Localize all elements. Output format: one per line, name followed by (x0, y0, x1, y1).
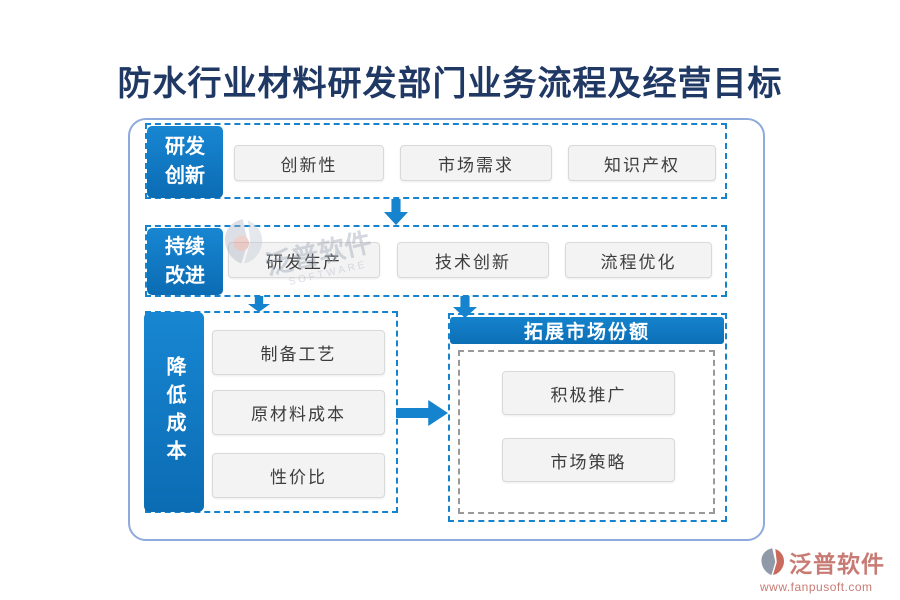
node-intellectual-property: 知识产权 (568, 145, 716, 181)
node-cost-performance: 性价比 (212, 453, 385, 498)
node-process-optimization: 流程优化 (565, 242, 712, 278)
footer-brand-url: www.fanpusoft.com (760, 580, 873, 594)
node-rd-production: 研发生产 (228, 242, 380, 278)
group-label-text: 降低成本 (163, 356, 185, 468)
node-active-promotion: 积极推广 (502, 371, 675, 415)
group-continuous-improvement (145, 225, 727, 297)
fanpu-logo-icon (761, 548, 785, 575)
group-label-continuous-improvement: 持续改进 (147, 228, 223, 295)
group-label-rd-innovation: 研发创新 (147, 126, 223, 198)
group-label-cost-reduction: 降低成本 (144, 312, 204, 512)
footer-brand-row: 泛普软件 (760, 545, 890, 579)
group-market-expansion (448, 313, 727, 522)
footer-brand: 泛普软件 www.fanpusoft.com (760, 545, 890, 594)
node-tech-innovation: 技术创新 (397, 242, 549, 278)
market-expansion-inner-frame (458, 350, 715, 514)
node-market-demand: 市场需求 (400, 145, 552, 181)
page-title: 防水行业材料研发部门业务流程及经营目标 (117, 64, 783, 104)
node-preparation-process: 制备工艺 (212, 330, 385, 375)
node-raw-material-cost: 原材料成本 (212, 390, 385, 435)
footer-brand-name: 泛普软件 (789, 551, 885, 578)
market-expansion-header: 拓展市场份额 (450, 317, 724, 344)
node-innovativeness: 创新性 (234, 145, 384, 181)
group-label-text: 持续改进 (165, 235, 205, 287)
group-label-text: 研发创新 (165, 136, 205, 187)
group-rd-innovation (145, 123, 727, 199)
node-market-strategy: 市场策略 (502, 438, 675, 482)
